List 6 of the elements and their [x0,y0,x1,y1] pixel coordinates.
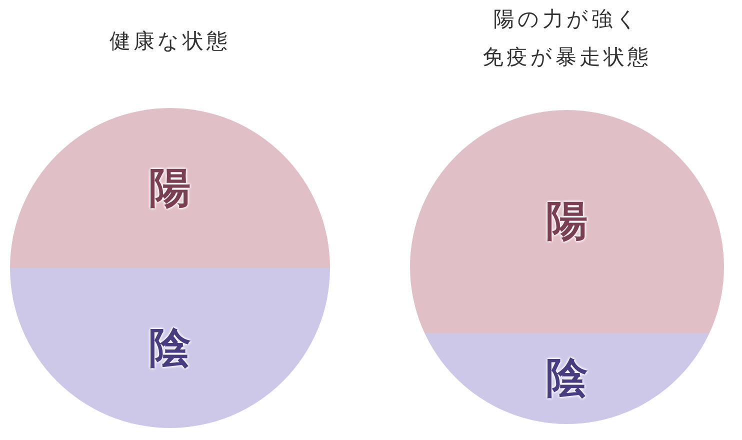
heading: 健康な状態 [110,28,230,55]
segment-label: 陽 [149,162,191,214]
segment-label: 陰 [546,352,588,404]
segment-label: 陽 [546,195,588,248]
heading: 陽の力が強く免疫が暴走状態 [481,6,652,71]
segment-label: 陰 [149,322,191,374]
